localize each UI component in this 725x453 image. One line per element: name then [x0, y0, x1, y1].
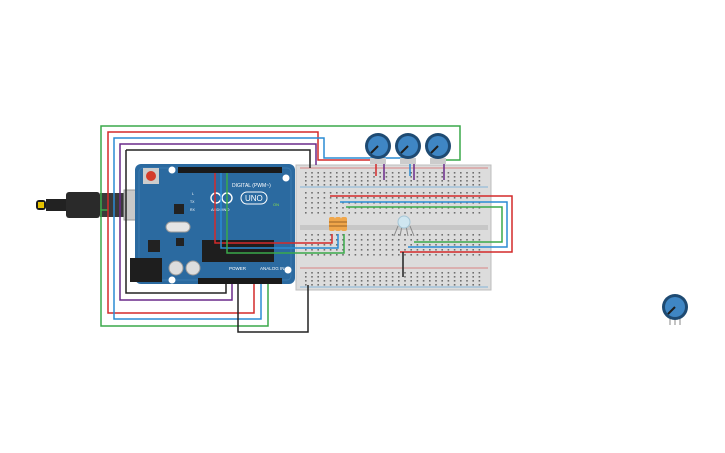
wire-red-right[interactable]	[330, 195, 513, 253]
wire-blue-bottom[interactable]	[113, 210, 262, 320]
arduino-uno-board[interactable]: DIGITAL (PWM~) POWER ANALOG IN ON TX RX …	[130, 164, 295, 284]
wire-green-power[interactable]	[100, 209, 269, 327]
wire-blue-signal[interactable]	[220, 173, 339, 249]
potentiometer-4[interactable]	[662, 294, 688, 325]
wire-purple-bottom[interactable]	[119, 210, 233, 301]
reset-button-cap[interactable]	[146, 171, 156, 181]
potentiometer-1[interactable]	[365, 133, 391, 164]
potentiometer-3[interactable]	[425, 133, 451, 164]
wire-green-right[interactable]	[346, 206, 503, 243]
rgb-led[interactable]	[393, 215, 415, 237]
wire-gnd-bottom[interactable]	[237, 284, 309, 333]
uno-text: UNO	[245, 194, 263, 203]
on-label: ON	[273, 202, 279, 207]
digital-label: DIGITAL (PWM~)	[232, 183, 271, 189]
rx-label: RX	[190, 208, 196, 212]
wire-black-top[interactable]	[126, 149, 311, 168]
wire-purple-top[interactable]	[119, 143, 317, 210]
analog-label: ANALOG IN	[260, 266, 285, 271]
brand-text: ARDUINO	[211, 207, 229, 212]
l-label: L	[192, 192, 194, 196]
breadboard-holes[interactable]	[305, 172, 481, 286]
microcontroller-chip	[202, 240, 274, 262]
power-jack	[130, 258, 162, 282]
wire-green-signal[interactable]	[226, 173, 345, 254]
digital-header[interactable]	[178, 167, 282, 173]
power-label: POWER	[229, 266, 247, 271]
wire-red-bottom[interactable]	[107, 210, 255, 314]
breadboard[interactable]	[295, 164, 492, 291]
wire-blue-right[interactable]	[340, 201, 508, 248]
potentiometer-2[interactable]	[395, 133, 421, 164]
wire-red-signal[interactable]	[214, 173, 333, 244]
wires[interactable]	[100, 125, 513, 333]
resistors[interactable]	[329, 217, 347, 231]
tx-label: TX	[190, 200, 195, 204]
power-analog-header[interactable]	[198, 278, 282, 284]
wire-green-top[interactable]	[100, 125, 461, 210]
wire-black-left[interactable]	[125, 150, 227, 294]
